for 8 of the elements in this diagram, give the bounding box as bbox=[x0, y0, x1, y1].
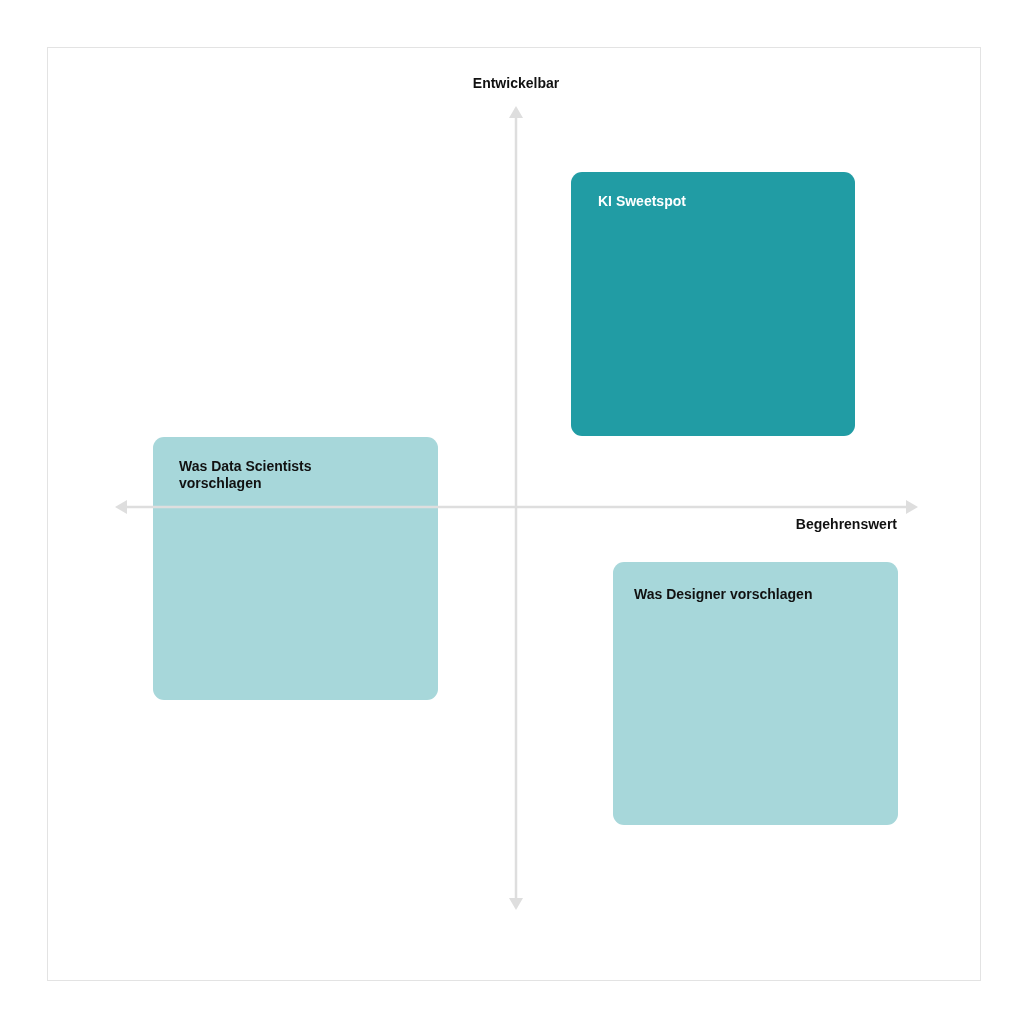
axis-label: Begehrenswert bbox=[795, 516, 897, 532]
box-label: Was Data Scientists vorschlagen bbox=[179, 458, 313, 492]
quadrant-box bbox=[613, 562, 898, 825]
box-label: KI Sweetspot bbox=[598, 193, 686, 210]
quadrant-box bbox=[153, 437, 438, 700]
axis-label: Entwickelbar bbox=[472, 75, 560, 91]
box-label: Was Designer vorschlagen bbox=[634, 586, 813, 603]
quadrant-box bbox=[571, 172, 855, 436]
